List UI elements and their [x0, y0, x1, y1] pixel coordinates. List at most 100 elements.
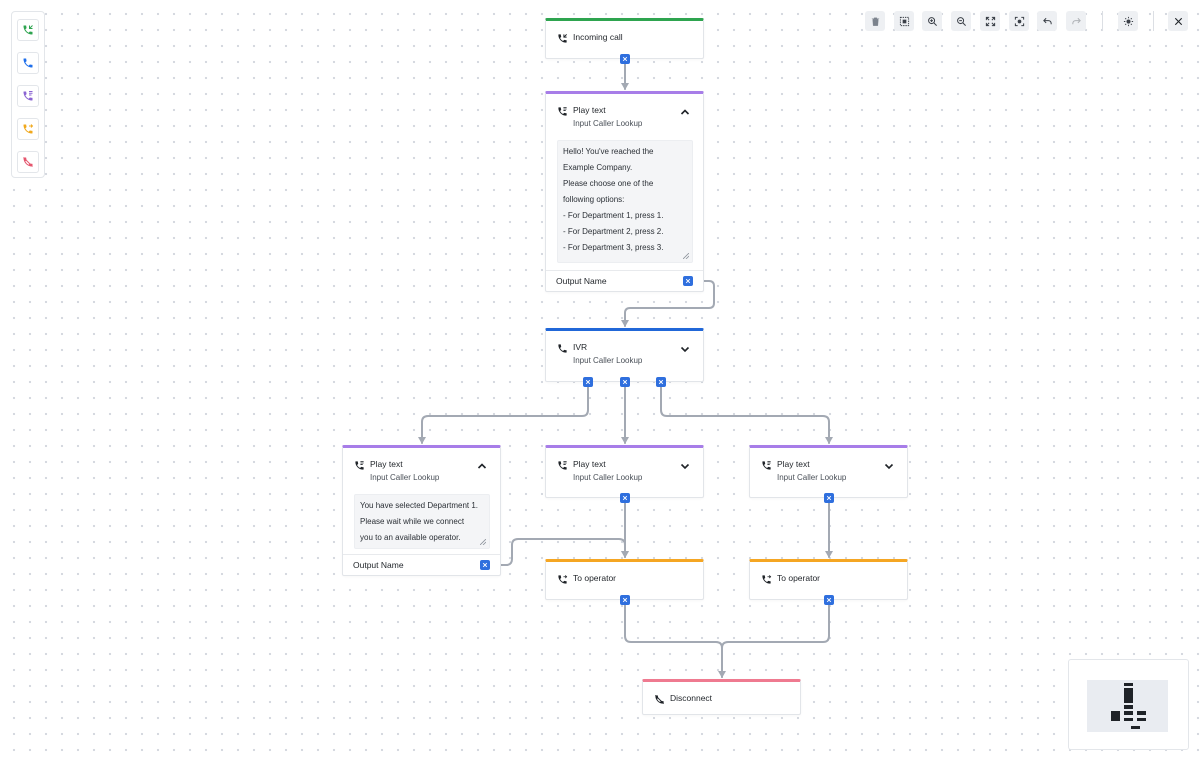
output-port[interactable] — [620, 493, 630, 503]
expand-toggle[interactable] — [679, 343, 691, 355]
chevron-down-icon — [680, 346, 690, 353]
node-header: Play text Input Caller Lookup — [750, 448, 907, 486]
disconnect-icon — [23, 157, 33, 167]
text-line: you to an available operator. — [360, 533, 461, 542]
node-to-operator[interactable]: To operator — [545, 559, 704, 600]
palette-disconnect[interactable] — [17, 151, 39, 173]
minimap-node — [1137, 718, 1146, 721]
close-icon — [482, 562, 488, 568]
zoom-in-button[interactable] — [922, 11, 942, 31]
expand-toggle[interactable] — [883, 460, 895, 472]
close-icon — [622, 379, 628, 385]
message-textarea[interactable]: You have selected Department 1. Please w… — [354, 494, 490, 549]
output-port[interactable] — [824, 595, 834, 605]
output-port[interactable] — [583, 377, 593, 387]
theme-toggle-button[interactable] — [1118, 11, 1138, 31]
fit-view-icon — [985, 16, 995, 26]
node-ivr[interactable]: IVR Input Caller Lookup — [545, 328, 704, 382]
output-label: Output Name — [556, 276, 607, 286]
output-port[interactable] — [620, 377, 630, 387]
chevron-down-icon — [680, 463, 690, 470]
node-title: To operator — [777, 573, 820, 583]
node-title: To operator — [573, 573, 616, 583]
zoom-out-button[interactable] — [951, 11, 971, 31]
phone-icon — [23, 58, 33, 68]
output-port[interactable] — [683, 276, 693, 286]
edge-ivr-to-play-left — [418, 386, 589, 444]
minimap-node — [1124, 718, 1133, 721]
chevron-up-icon — [680, 109, 690, 115]
node-palette — [11, 11, 45, 178]
message-textarea[interactable]: Hello! You've reached the Example Compan… — [557, 140, 693, 263]
node-subtitle: Input Caller Lookup — [370, 473, 440, 482]
toolbar-divider — [1153, 11, 1154, 31]
node-title: Play text — [777, 459, 810, 469]
node-title: IVR — [573, 342, 588, 352]
node-play-text[interactable]: Play text Input Caller Lookup — [545, 445, 704, 498]
palette-play-text[interactable] — [17, 85, 39, 107]
palette-phone[interactable] — [17, 52, 39, 74]
disconnect-icon — [654, 694, 665, 705]
palette-to-operator[interactable] — [17, 118, 39, 140]
play-text-icon — [354, 460, 365, 471]
collapse-toggle[interactable] — [679, 106, 691, 118]
node-title: Disconnect — [670, 693, 713, 703]
to-operator-icon — [761, 574, 772, 585]
node-subtitle: Input Caller Lookup — [573, 119, 643, 128]
node-output-row: Output Name — [546, 270, 703, 291]
edge-op-mid-to-disconnect — [624, 604, 726, 678]
node-header: Incoming call — [546, 21, 703, 59]
close-button[interactable] — [1168, 11, 1188, 31]
resize-grip-icon[interactable] — [683, 253, 689, 259]
chevron-up-icon — [477, 463, 487, 469]
node-title: Incoming call — [573, 32, 623, 42]
text-line: - For Department 2, press 2. — [563, 227, 664, 236]
chevron-down-icon — [884, 463, 894, 470]
node-header: Play text Input Caller Lookup — [343, 448, 500, 486]
node-play-text[interactable]: Play text Input Caller Lookup Hello! You… — [545, 91, 704, 292]
minimap[interactable] — [1068, 659, 1189, 750]
node-header: IVR Input Caller Lookup — [546, 331, 703, 369]
focus-button[interactable] — [1009, 11, 1029, 31]
node-incoming-call[interactable]: Incoming call — [545, 18, 704, 59]
minimap-node — [1131, 726, 1140, 729]
minimap-node — [1111, 711, 1120, 721]
undo-button[interactable] — [1037, 11, 1057, 31]
edge-op-right-to-disconnect — [721, 604, 830, 678]
output-port[interactable] — [620, 54, 630, 64]
node-subtitle: Input Caller Lookup — [573, 356, 643, 365]
fit-view-button[interactable] — [980, 11, 1000, 31]
text-line: Please wait while we connect — [360, 517, 465, 526]
toolbar-divider — [1102, 11, 1103, 31]
expand-toggle[interactable] — [679, 460, 691, 472]
node-to-operator[interactable]: To operator — [749, 559, 908, 600]
delete-button[interactable] — [865, 11, 885, 31]
node-play-text[interactable]: Play text Input Caller Lookup — [749, 445, 908, 498]
minimap-node — [1124, 683, 1133, 686]
close-icon — [1174, 17, 1182, 25]
minimap-viewport[interactable] — [1087, 680, 1168, 732]
palette-incoming-call[interactable] — [17, 19, 39, 41]
node-title: Play text — [370, 459, 403, 469]
output-port[interactable] — [824, 493, 834, 503]
redo-button[interactable] — [1066, 11, 1086, 31]
minimap-node — [1124, 705, 1133, 709]
output-port[interactable] — [656, 377, 666, 387]
node-disconnect[interactable]: Disconnect — [642, 679, 801, 715]
text-line: - For Department 3, press 3. — [563, 243, 664, 252]
close-icon — [622, 56, 628, 62]
incoming-call-icon — [557, 33, 568, 44]
node-subtitle: Input Caller Lookup — [777, 473, 847, 482]
output-port[interactable] — [480, 560, 490, 570]
select-all-button[interactable] — [894, 11, 914, 31]
collapse-toggle[interactable] — [476, 460, 488, 472]
to-operator-icon — [23, 124, 34, 134]
output-port[interactable] — [620, 595, 630, 605]
resize-grip-icon[interactable] — [480, 539, 486, 545]
node-output-row: Output Name — [343, 554, 500, 575]
minimap-node — [1137, 711, 1146, 715]
edge-ivr-to-play-right — [660, 386, 833, 444]
text-line: Hello! You've reached the — [563, 147, 654, 156]
node-title: Play text — [573, 105, 606, 115]
node-play-text[interactable]: Play text Input Caller Lookup You have s… — [342, 445, 501, 576]
